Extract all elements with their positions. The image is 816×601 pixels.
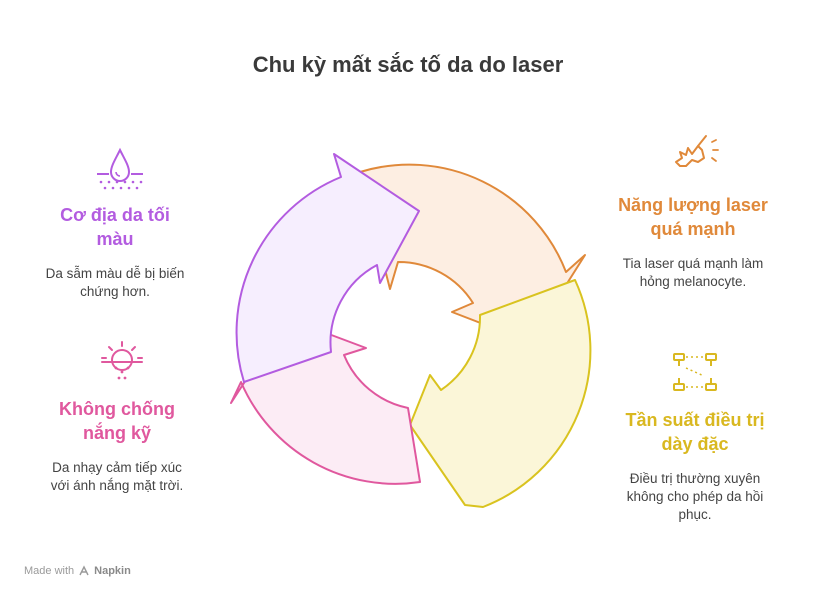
made-with-label: Made with <box>24 565 75 577</box>
frequency-icon <box>673 353 717 391</box>
step-description: Da nhạy cảm tiếp xúc với ánh nắng mặt tr… <box>50 460 184 493</box>
step-description: Tia laser quá mạnh làm hỏng melanocyte. <box>622 256 764 289</box>
cycle-arrow-yellow <box>409 279 592 508</box>
napkin-logo-icon <box>79 565 89 576</box>
step-heading: Không chống nắng kỹ <box>59 399 175 443</box>
skin-drop-icon <box>97 147 143 190</box>
napkin-brand: Napkin <box>94 565 131 577</box>
napkin-footer: Made with Napkin <box>24 565 131 577</box>
step-frequency: Tần suất điều trị dày đặc Điều trị thườn… <box>615 408 775 524</box>
step-heading: Cơ địa da tối màu <box>60 205 170 249</box>
step-skin: Cơ địa da tối màu Da sẫm màu dễ bị biến … <box>40 203 190 301</box>
step-sun: Không chống nắng kỹ Da nhạy cảm tiếp xúc… <box>42 397 192 495</box>
laser-hand-icon <box>675 135 719 167</box>
cycle-arrow-purple <box>235 153 420 383</box>
step-heading: Năng lượng laser quá mạnh <box>618 195 768 239</box>
page-title: Chu kỳ mất sắc tố da do laser <box>252 52 564 77</box>
step-description: Điều trị thường xuyên không cho phép da … <box>626 471 764 522</box>
step-heading: Tần suất điều trị dày đặc <box>625 410 765 454</box>
step-description: Da sẫm màu dễ bị biến chứng hơn. <box>45 266 185 299</box>
step-laser: Năng lượng laser quá mạnh Tia laser quá … <box>618 193 768 291</box>
sun-skin-icon <box>101 341 143 380</box>
